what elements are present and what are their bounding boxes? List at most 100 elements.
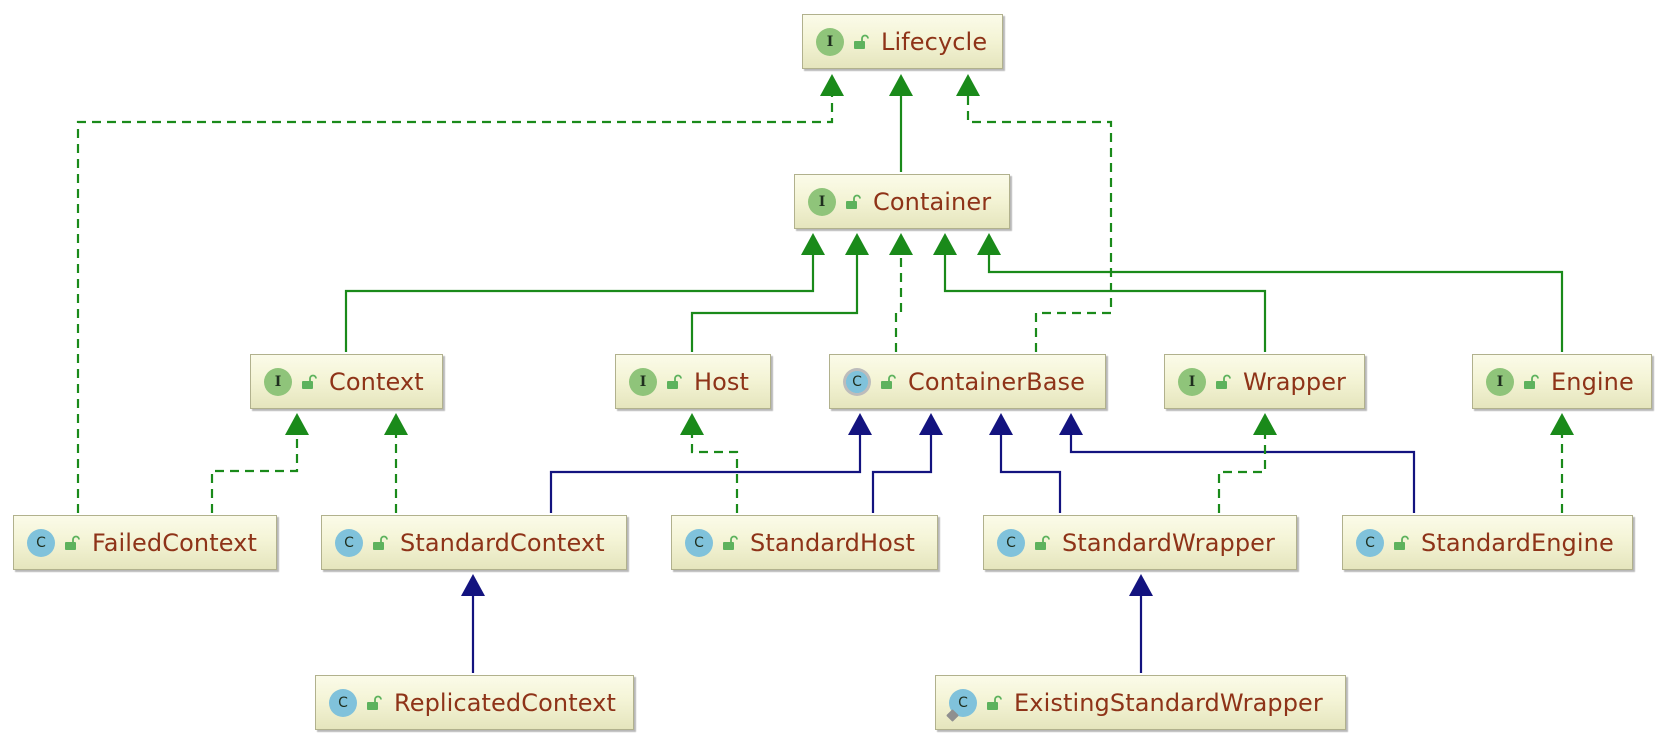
node-standardengine[interactable]: C StandardEngine (1342, 515, 1633, 570)
edge-standardwrapper-to-containerbase (989, 413, 1062, 513)
edge-line (76, 96, 834, 513)
pin-icon (946, 708, 959, 722)
edge-line (1217, 435, 1267, 513)
public-lock-icon (373, 535, 388, 550)
edge-line (966, 96, 1113, 352)
node-label: Container (873, 187, 992, 216)
node-standardhost[interactable]: C StandardHost (671, 515, 938, 570)
interface-badge-icon: I (816, 27, 844, 56)
public-lock-icon (987, 695, 1002, 710)
edge-standardengine-to-containerbase (1059, 413, 1416, 513)
arrowhead-icon (977, 233, 1001, 255)
public-lock-icon (367, 695, 382, 710)
public-lock-icon (854, 34, 869, 49)
node-standardcontext[interactable]: C StandardContext (321, 515, 627, 570)
node-wrapper[interactable]: I Wrapper (1164, 354, 1365, 409)
edge-line (871, 435, 933, 513)
edge-line (943, 255, 1267, 352)
node-context[interactable]: I Context (250, 354, 443, 409)
node-label: Lifecycle (881, 27, 988, 56)
edge-failedcontext-to-context (210, 413, 309, 513)
arrowhead-icon (956, 74, 980, 96)
edge-line (344, 255, 815, 352)
node-failedcontext[interactable]: C FailedContext (13, 515, 277, 570)
edge-standardhost-to-host (680, 413, 739, 513)
node-engine[interactable]: I Engine (1472, 354, 1652, 409)
node-label: FailedContext (92, 528, 257, 557)
class-badge-letter: C (958, 694, 968, 711)
class-badge-icon: C (946, 688, 977, 722)
node-label: Wrapper (1243, 367, 1347, 396)
arrowhead-icon (384, 413, 408, 435)
edge-container-to-lifecycle (889, 74, 913, 172)
arrowhead-icon (680, 413, 704, 435)
public-lock-icon (1216, 374, 1231, 389)
interface-badge-icon: I (1486, 367, 1514, 396)
class-badge-icon: C (335, 528, 363, 557)
node-label: ContainerBase (908, 367, 1086, 396)
public-lock-icon (1524, 374, 1539, 389)
node-host[interactable]: I Host (615, 354, 771, 409)
arrowhead-icon (461, 574, 485, 596)
arrowhead-icon (919, 413, 943, 435)
node-label: StandardWrapper (1062, 528, 1276, 557)
node-label: ReplicatedContext (394, 688, 616, 717)
node-container[interactable]: I Container (794, 174, 1010, 229)
node-replicatedcontext[interactable]: C ReplicatedContext (315, 675, 634, 730)
node-label: ExistingStandardWrapper (1014, 688, 1323, 717)
edge-standardwrapper-to-wrapper (1217, 413, 1277, 513)
arrowhead-icon (989, 413, 1013, 435)
public-lock-icon (846, 194, 861, 209)
edge-line (999, 435, 1062, 513)
public-lock-icon (1035, 535, 1050, 550)
node-label: StandardEngine (1421, 528, 1614, 557)
edge-standardhost-to-containerbase (871, 413, 943, 513)
interface-badge-icon: I (629, 367, 657, 396)
arrowhead-icon (820, 74, 844, 96)
node-label: StandardHost (750, 528, 916, 557)
edge-line (549, 435, 862, 513)
arrowhead-icon (1253, 413, 1277, 435)
edge-line (690, 435, 739, 513)
edge-containerbase-to-lifecycle (956, 74, 1113, 352)
interface-badge-icon: I (264, 367, 292, 396)
edge-context-to-container (344, 233, 825, 352)
edge-standardcontext-to-containerbase (549, 413, 872, 513)
node-containerbase[interactable]: C ContainerBase (829, 354, 1106, 409)
arrowhead-icon (889, 74, 913, 96)
edge-existingstandardwrapper-to-standardwrapper (1129, 574, 1153, 673)
arrowhead-icon (1550, 413, 1574, 435)
edge-wrapper-to-container (933, 233, 1267, 352)
public-lock-icon (723, 535, 738, 550)
arrowhead-icon (845, 233, 869, 255)
public-lock-icon (1394, 535, 1409, 550)
node-label: Engine (1551, 367, 1634, 396)
edge-failedcontext-to-lifecycle (76, 74, 844, 513)
edge-line (210, 435, 299, 513)
edge-standardengine-to-engine (1550, 413, 1574, 513)
edge-engine-to-container (977, 233, 1564, 352)
node-label: StandardContext (400, 528, 605, 557)
class-badge-icon: C (1356, 528, 1384, 557)
public-lock-icon (881, 374, 896, 389)
arrowhead-icon (848, 413, 872, 435)
arrowhead-icon (1059, 413, 1083, 435)
node-standardwrapper[interactable]: C StandardWrapper (983, 515, 1297, 570)
interface-badge-icon: I (1178, 367, 1206, 396)
abstract-class-badge-icon: C (843, 367, 871, 396)
class-badge-icon: C (997, 528, 1025, 557)
edge-host-to-container (690, 233, 869, 352)
interface-badge-icon: I (808, 187, 836, 216)
public-lock-icon (302, 374, 317, 389)
class-badge-icon: C (685, 528, 713, 557)
class-badge-icon: C (27, 528, 55, 557)
arrowhead-icon (933, 233, 957, 255)
arrowhead-icon (285, 413, 309, 435)
arrowhead-icon (889, 233, 913, 255)
edge-standardcontext-to-context (384, 413, 408, 513)
node-existingstandardwrapper[interactable]: C ExistingStandardWrapper (935, 675, 1346, 730)
node-lifecycle[interactable]: I Lifecycle (802, 14, 1003, 69)
edge-line (1069, 435, 1416, 513)
edge-line (987, 255, 1564, 352)
